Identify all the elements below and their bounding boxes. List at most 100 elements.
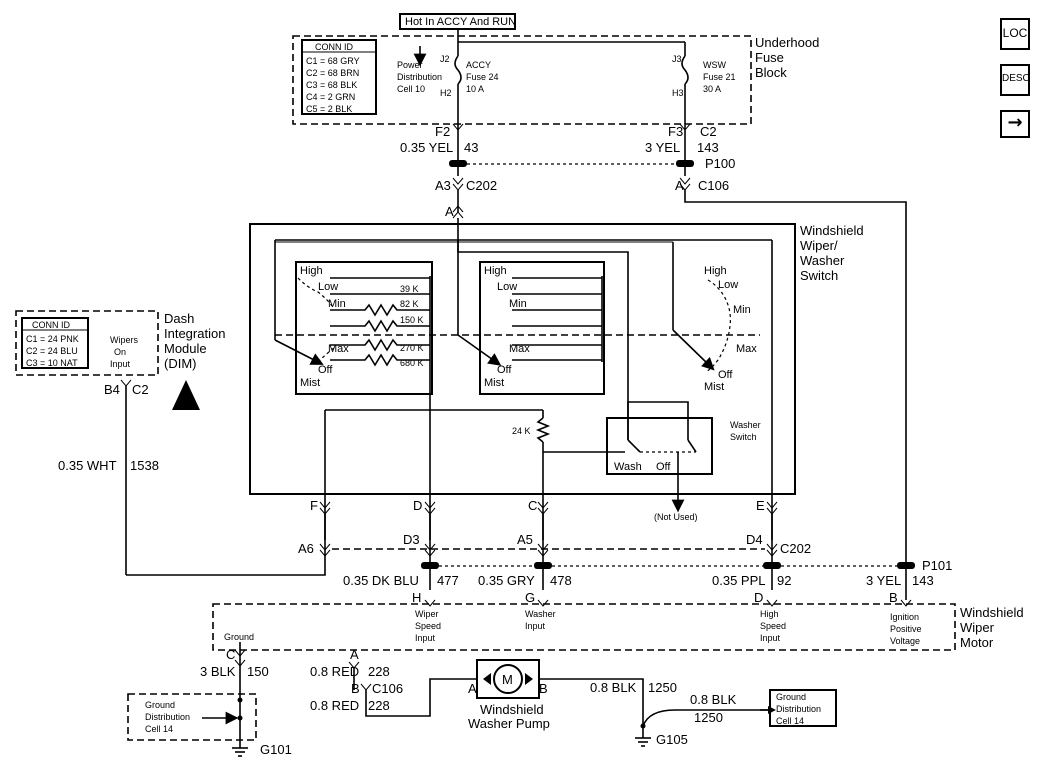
fuse-conn-c4: C4 = 2 GRN <box>306 92 355 102</box>
wire-143-color: 3 YEL <box>866 573 901 588</box>
splice-478 <box>534 562 552 569</box>
pin-d4: D4 <box>746 532 763 547</box>
right-mist: Mist <box>704 381 724 393</box>
motor-in1-c: Input <box>415 633 436 643</box>
pump-motor-icon <box>493 664 523 694</box>
fuse-conn-c2: C2 = 68 BRN <box>306 68 359 78</box>
motor-in2-a: Washer <box>525 609 556 619</box>
res-82k: 82 K <box>400 299 419 309</box>
washer-switch-1: Washer <box>730 420 761 430</box>
res-39k: 39 K <box>400 284 419 294</box>
desc-button[interactable]: DESC <box>1000 64 1030 96</box>
left-low: Low <box>318 281 338 293</box>
dim-conn-c1: C1 = 24 PNK <box>26 334 79 344</box>
wire-478-circuit: 478 <box>550 573 572 588</box>
dim-title-4: (DIM) <box>164 356 197 371</box>
fuse-block-outline <box>292 35 752 125</box>
motor-title-2: Wiper <box>960 620 995 635</box>
left-off: Off <box>318 364 333 376</box>
pin-f2: F2 <box>435 124 450 139</box>
switch-title-1: Windshield <box>800 223 864 238</box>
splice-p100 <box>676 160 694 167</box>
left-min: Min <box>328 298 346 310</box>
fuse-conn-id-title: CONN ID <box>315 42 354 52</box>
wire-92-circuit: 92 <box>777 573 791 588</box>
dim-conn-c3: C3 = 10 NAT <box>26 358 78 368</box>
fuse24-1: ACCY <box>466 60 491 70</box>
ground-cell-left-3: Cell 14 <box>145 724 173 734</box>
switch-left-box <box>295 261 433 395</box>
next-arrow-button[interactable]: → <box>1000 110 1030 138</box>
switch-title-3: Washer <box>800 253 845 268</box>
res-150k: 150 K <box>400 315 424 325</box>
power-dist-1: Power <box>397 60 423 70</box>
pin-c: C <box>528 498 537 513</box>
pin-a-c106: A <box>675 178 684 193</box>
fuse24-j2: J2 <box>440 54 450 64</box>
pump-pin-b: B <box>539 681 548 696</box>
motor-title-1: Windshield <box>960 605 1024 620</box>
dim-wire-color: 0.35 WHT <box>58 458 117 473</box>
pump-b: B <box>351 681 360 696</box>
ground-g105: G105 <box>656 732 688 747</box>
desc-button-label: DESC <box>1002 73 1030 84</box>
dim-input-1: Wipers <box>110 335 139 345</box>
wire-477-color: 0.35 DK BLU <box>343 573 419 588</box>
ground-cell-right-1: Ground <box>776 692 806 702</box>
label-c106-top: C106 <box>698 178 729 193</box>
label-c202-mid: C202 <box>780 541 811 556</box>
power-dist-2: Distribution <box>397 72 442 82</box>
ground-cell-right-2: Distribution <box>776 704 821 714</box>
motor-in1-b: Speed <box>415 621 441 631</box>
motor-in1-a: Wiper <box>415 609 439 619</box>
mid-high: High <box>484 265 507 277</box>
left-mist: Mist <box>300 377 320 389</box>
ground-wire-color: 3 BLK <box>200 664 236 679</box>
switch-box <box>249 223 796 495</box>
fuse24-3: 10 A <box>466 84 484 94</box>
motor-in3-a: High <box>760 609 779 619</box>
fuse-block-title-3: Block <box>755 65 787 80</box>
fuse-24-symbol <box>454 55 462 85</box>
loc-button-label: LOC <box>1002 26 1028 40</box>
res-680k: 680 K <box>400 358 424 368</box>
power-dist-3: Cell 10 <box>397 84 425 94</box>
esd-warning-icon <box>172 380 200 410</box>
pump-wire2-circuit: 228 <box>368 698 390 713</box>
pump-wire2-color: 0.8 RED <box>310 698 359 713</box>
arrow-right-icon: → <box>1007 112 1023 133</box>
pump-c106: C106 <box>372 681 403 696</box>
res-270k: 270 K <box>400 343 424 353</box>
wire-f3-color: 3 YEL <box>645 140 680 155</box>
motor-in4-a: Ignition <box>890 612 919 622</box>
dim-title-2: Integration <box>164 326 225 341</box>
wire-f2-circuit: 43 <box>464 140 478 155</box>
switch-mid-box <box>479 261 605 395</box>
fuse-conn-c1: C1 = 68 GRY <box>306 56 360 66</box>
pin-f3: F3 <box>668 124 683 139</box>
wire-f2-color: 0.35 YEL <box>400 140 453 155</box>
pin-a-switch: A <box>445 204 454 219</box>
pin-a6: A6 <box>298 541 314 556</box>
motor-in3-c: Input <box>760 633 781 643</box>
pin-a3: A3 <box>435 178 451 193</box>
wire-92-color: 0.35 PPL <box>712 573 766 588</box>
pump-wire1-circuit: 228 <box>368 664 390 679</box>
wire-143-circuit: 143 <box>912 573 934 588</box>
label-p101: P101 <box>922 558 952 573</box>
dim-c2: C2 <box>132 382 149 397</box>
pin-d: D <box>413 498 422 513</box>
left-high: High <box>300 265 323 277</box>
motor-in2-b: Input <box>525 621 546 631</box>
dim-conn-c2: C2 = 24 BLU <box>26 346 78 356</box>
splice-477 <box>421 562 439 569</box>
res-24k-label: 24 K <box>512 426 531 436</box>
mid-min: Min <box>509 298 527 310</box>
motor-pin-b: B <box>889 590 898 605</box>
pin-a5: A5 <box>517 532 533 547</box>
motor-title-3: Motor <box>960 635 994 650</box>
left-max: Max <box>328 343 349 355</box>
loc-button[interactable]: LOC <box>1000 18 1030 50</box>
